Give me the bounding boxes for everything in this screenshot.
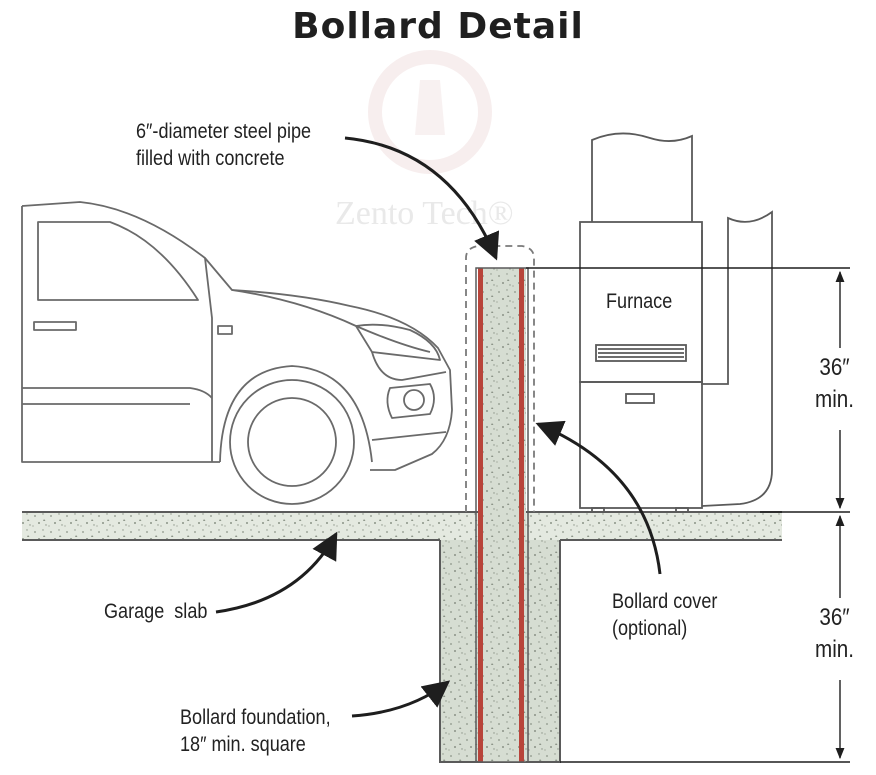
label-bollard-cover: Bollard cover (optional) xyxy=(612,588,717,642)
label-furnace: Furnace xyxy=(606,290,673,313)
watermark-seal xyxy=(368,50,492,174)
label-garage-slab: Garage slab xyxy=(104,600,208,623)
furnace xyxy=(579,132,773,513)
label-bollard-cover-line-2: (optional) xyxy=(612,617,688,640)
car-outline xyxy=(21,201,453,505)
label-height-below-value: 36″ xyxy=(819,604,850,631)
label-height-below-min: min. xyxy=(815,636,854,663)
label-height-above-value: 36″ xyxy=(819,354,850,381)
label-height-above-min: min. xyxy=(815,386,854,413)
dimension-lines xyxy=(526,267,850,763)
steel-pipe xyxy=(475,267,529,763)
watermark-text: Zento Tech® xyxy=(335,195,514,232)
bollard-cover xyxy=(465,245,535,512)
label-steel-pipe-line-1: 6″-diameter steel pipe xyxy=(136,120,312,143)
label-height-above: 36″ min. xyxy=(815,352,854,416)
label-bollard-foundation: Bollard foundation, 18″ min. square xyxy=(180,704,331,758)
label-bollard-foundation-line-2: 18″ min. square xyxy=(180,733,306,756)
label-height-below: 36″ min. xyxy=(815,602,854,666)
label-steel-pipe-line-2: filled with concrete xyxy=(136,147,285,170)
garage-slab xyxy=(22,511,782,541)
label-bollard-foundation-line-1: Bollard foundation, xyxy=(180,706,331,729)
label-bollard-cover-line-1: Bollard cover xyxy=(612,590,718,613)
label-steel-pipe: 6″-diameter steel pipe filled with concr… xyxy=(136,118,311,172)
callout-arrows xyxy=(215,136,662,718)
diagram-title: Bollard Detail xyxy=(292,6,584,47)
